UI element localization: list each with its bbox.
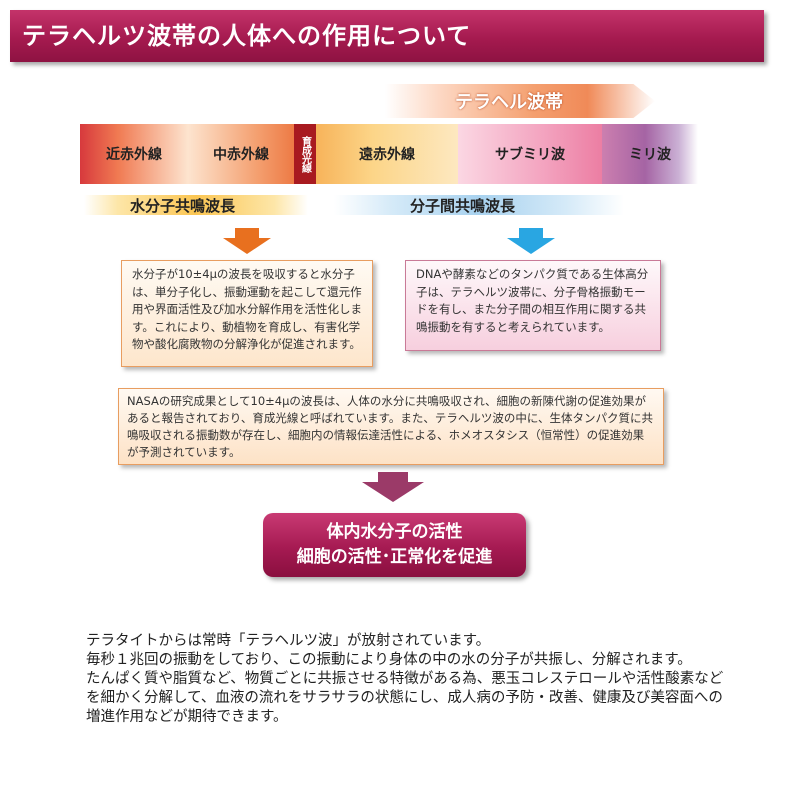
down-arrow-icon <box>362 472 424 502</box>
spectrum-far-infrared: 遠赤外線 <box>316 124 458 184</box>
water-resonance-label: 水分子共鳴波長 <box>130 197 236 215</box>
terahertz-band-banner <box>385 84 655 118</box>
title-bar <box>10 10 764 62</box>
intermolecular-description: DNAや酵素などのタンパク質である生体高分子は、テラヘルツ波帯に、分子骨格振動モ… <box>405 260 661 351</box>
terahertz-band-label: テラヘル波帯 <box>455 92 563 113</box>
water-molecule-description: 水分子が10±4μの波長を吸収すると水分子は、単分子化し、振動運動を起こして還元… <box>121 260 373 367</box>
intermolecular-resonance-label: 分子間共鳴波長 <box>410 197 516 215</box>
result-box: 体内水分子の活性 細胞の活性･正常化を促進 <box>263 513 526 577</box>
body-paragraph: テラタイトからは常時「テラヘルツ波」が放射されています。 <box>86 633 491 649</box>
down-arrow-icon <box>223 228 271 254</box>
page-title: テラヘルツ波帯の人体への作用について <box>22 22 472 50</box>
nasa-research-description: NASAの研究成果として10±4μの波長は、人体の水分に共鳴吸収され、細胞の新陳… <box>118 388 664 465</box>
spectrum-near-infrared: 近赤外線 <box>80 124 188 184</box>
body-paragraph: 毎秒１兆回の振動をしており、この振動により身体の中の水の分子が共振し、分解されま… <box>86 652 692 668</box>
body-paragraph: たんぱく質や脂質など、物質ごとに共振させる特徴がある為、悪玉コレステロールや活性… <box>86 671 724 725</box>
spectrum-growth-light: 育成光線 <box>294 124 316 184</box>
water-resonance-band <box>84 195 308 215</box>
spectrum-mid-infrared: 中赤外線 <box>188 124 294 184</box>
spectrum-millimeter: ミリ波 <box>602 124 698 184</box>
intermolecular-resonance-band <box>334 195 624 215</box>
result-line-1: 体内水分子の活性 <box>326 522 463 542</box>
result-line-2: 細胞の活性･正常化を促進 <box>296 547 493 567</box>
body-text: テラタイトからは常時「テラヘルツ波」が放射されています。 毎秒１兆回の振動をして… <box>86 632 726 727</box>
down-arrow-icon <box>507 228 555 254</box>
spectrum-submillimeter: サブミリ波 <box>458 124 602 184</box>
